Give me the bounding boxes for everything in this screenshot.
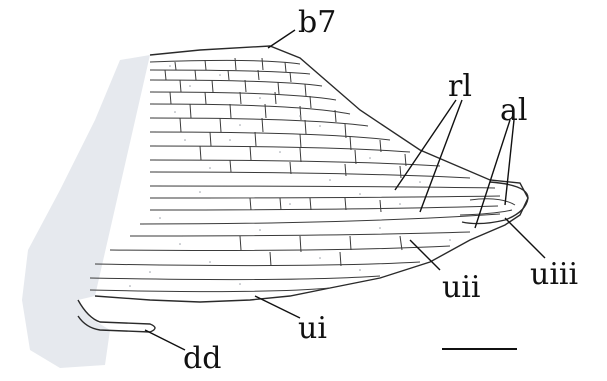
cross-veins bbox=[165, 58, 406, 266]
label-dd: dd bbox=[183, 341, 221, 376]
dd-structure bbox=[78, 300, 155, 332]
label-uii: uii bbox=[442, 270, 481, 305]
label-b7: b7 bbox=[298, 5, 336, 40]
label-al: al bbox=[500, 93, 527, 128]
stippling bbox=[129, 65, 451, 287]
label-rl: rl bbox=[448, 69, 472, 104]
label-uiii: uiii bbox=[530, 257, 578, 292]
wing-base-region bbox=[22, 55, 150, 368]
label-ui: ui bbox=[298, 311, 327, 346]
